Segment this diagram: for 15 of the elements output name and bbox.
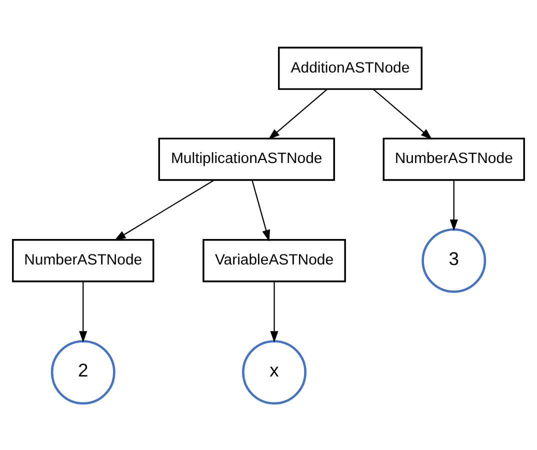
arrow <box>270 281 278 342</box>
arrow <box>79 281 88 342</box>
arrow <box>450 180 458 231</box>
node-box: NumberASTNode <box>382 137 525 180</box>
arrow <box>372 88 432 140</box>
node-box: VariableASTNode <box>202 238 346 282</box>
arrow <box>252 180 270 241</box>
node-box: MultiplicationASTNode <box>158 137 335 180</box>
node-box: AdditionASTNode <box>278 46 422 90</box>
arrow <box>268 88 328 140</box>
node-circle: 3 <box>422 228 486 292</box>
arrow <box>114 179 214 240</box>
node-circle: 2 <box>50 340 116 404</box>
node-circle: x <box>242 340 306 404</box>
node-box: NumberASTNode <box>12 238 154 282</box>
